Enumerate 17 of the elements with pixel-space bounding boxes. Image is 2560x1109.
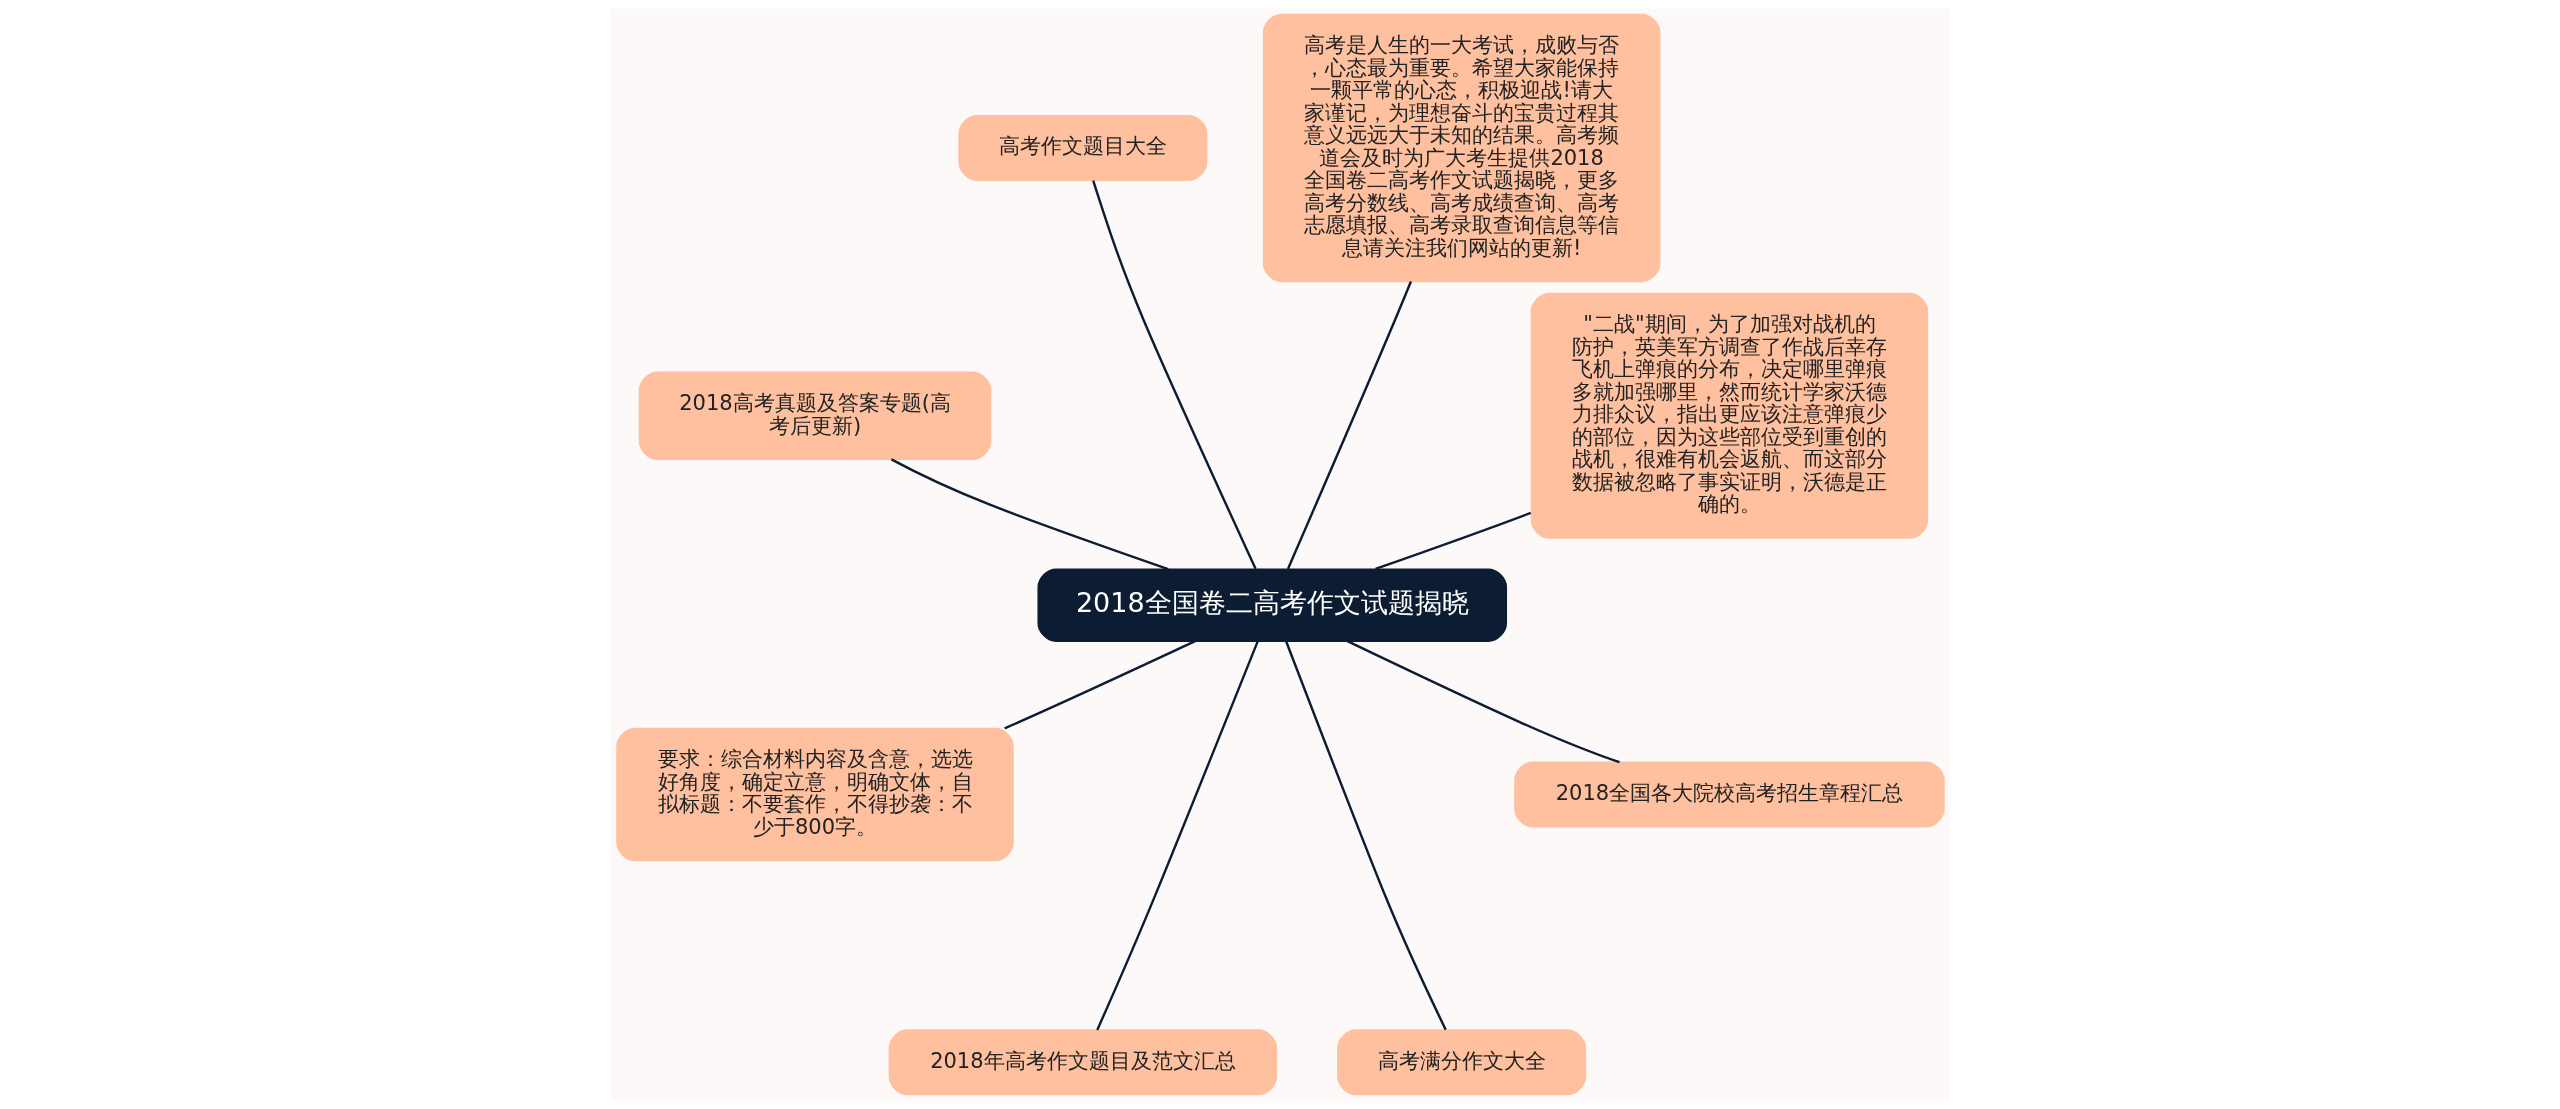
connector bbox=[1003, 640, 1196, 730]
connector bbox=[1374, 511, 1531, 571]
node-box: 2018全国卷二高考作文试题揭晓 bbox=[1036, 568, 1507, 642]
connector bbox=[1346, 640, 1620, 764]
node-box: 高考作文题目大全 bbox=[957, 114, 1207, 181]
connector bbox=[1286, 281, 1412, 570]
connector bbox=[1091, 180, 1257, 570]
node-box: 2018年高考作文题目及范文汇总 bbox=[888, 1029, 1277, 1096]
node-box: 高考是人生的一大考试，成败与否，心态最为重要。希望大家能保持一颗平常的心态，积极迎战!请大家谨记，为理想奋斗的宝贵过程其意义远远大于未知的结果。高考频道会及时为广大考生提供2018全国卷二高考作文试题揭晓，更多高考分数线、高考成绩查询、高考志愿填报、高考录取查询信息等信息请关注我们网站的更新! bbox=[1262, 13, 1660, 283]
connector bbox=[1095, 640, 1259, 1031]
connector bbox=[1284, 641, 1447, 1031]
node-box: "二战"期间，为了加强对战机的防护，英美军方调查了作战后幸存飞机上弹痕的分布，决定哪里弹痕多就加强哪里，然而统计学家沃德力排众议，指出更应该注意弹痕少的部位，因为这些部位受到重创的战机，很难有机会返航、而这部分数据被忽略了事实证明，沃德是正确的。 bbox=[1530, 292, 1928, 539]
node-box: 2018全国各大院校高考招生章程汇总 bbox=[1513, 761, 1945, 828]
connector bbox=[890, 458, 1168, 571]
node-box: 2018高考真题及答案专题(高考后更新) bbox=[638, 371, 991, 460]
node-box: 高考满分作文大全 bbox=[1336, 1029, 1586, 1096]
node-box: 要求：综合材料内容及含意，选选好角度，确定立意，明确文体，自拟标题：不要套作，不得抄袭：不少于800字。 bbox=[615, 727, 1014, 862]
